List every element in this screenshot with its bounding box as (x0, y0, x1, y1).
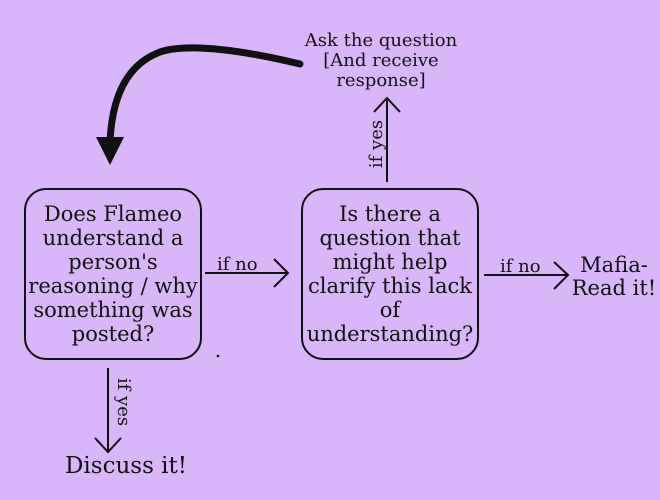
decision-box-question: Is there a question that might help clar… (301, 188, 479, 360)
arrowhead-question-to-mafia (553, 261, 570, 290)
stray-dot (216, 354, 220, 358)
decision-question-text: Is there a question that might help clar… (306, 202, 474, 346)
edge-label-if-no-2: if no (500, 256, 541, 277)
edge-label-if-no-1: if no (217, 254, 258, 275)
node-discuss: Discuss it! (64, 453, 188, 479)
decision-flameo-text: Does Flameo understand a person's reason… (28, 202, 198, 346)
arrowhead-question-to-ask (373, 96, 401, 113)
arrowhead-flameo-to-discuss (94, 437, 122, 454)
return-arrowhead (96, 137, 124, 165)
return-curve-arrow (106, 44, 304, 146)
edge-label-if-yes-down: if yes (113, 377, 134, 427)
node-ask-question: Ask the question [And receive response] (304, 30, 458, 91)
decision-box-flameo: Does Flameo understand a person's reason… (24, 188, 202, 360)
arrowhead-flameo-to-question (273, 258, 290, 288)
edge-label-if-yes-up: if yes (366, 119, 387, 169)
node-mafia-read: Mafia-Read it! (571, 253, 657, 300)
